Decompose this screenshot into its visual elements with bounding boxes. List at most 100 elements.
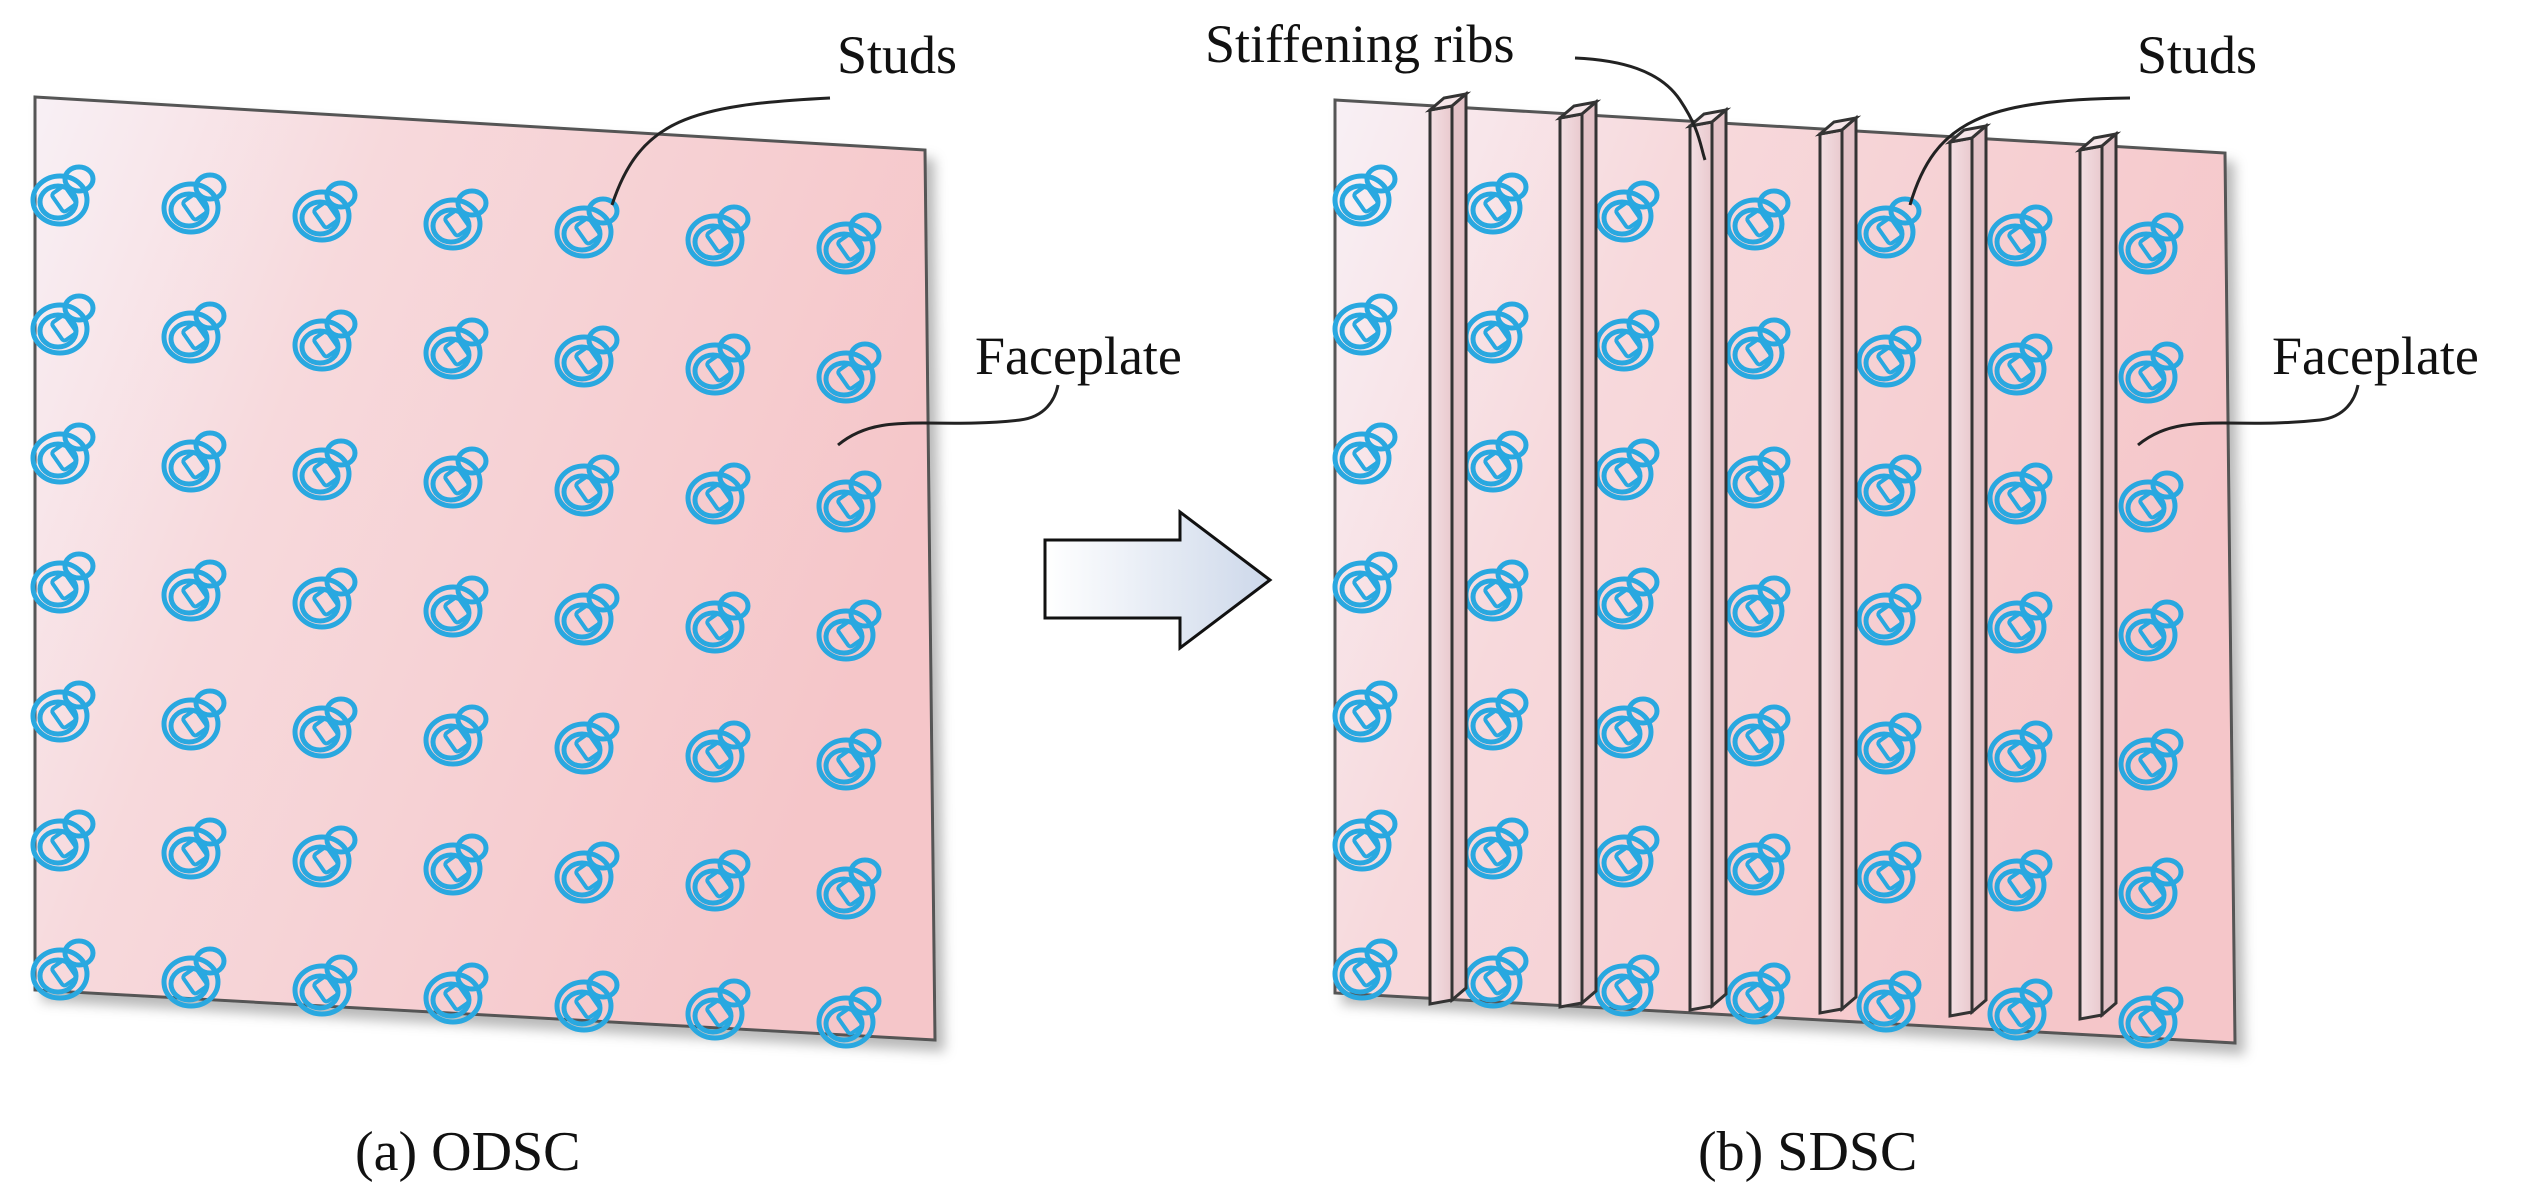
stud-icon: [2118, 857, 2184, 920]
stiffening-rib: [1814, 114, 1862, 1015]
stud-icon: [161, 559, 227, 622]
stud-icon: [1987, 591, 2053, 654]
stud-icon: [423, 317, 489, 380]
stud-icon: [1332, 551, 1398, 614]
stud-icon: [816, 728, 882, 791]
stud-icon: [1725, 833, 1791, 896]
stud-icon: [816, 857, 882, 920]
stud-icon: [1594, 438, 1660, 501]
stud-icon: [1332, 293, 1398, 356]
stud-icon: [161, 817, 227, 880]
stud-icon: [1987, 978, 2053, 1041]
stud-icon: [2118, 728, 2184, 791]
stud-icon: [30, 164, 96, 227]
stud-icon: [1463, 817, 1529, 880]
stud-icon: [685, 849, 751, 912]
stud-icon: [1856, 970, 1922, 1033]
panel-a-odsc: Studs Faceplate (a) ODSC: [30, 25, 1182, 1183]
stud-icon: [161, 688, 227, 751]
stud-icon: [1463, 946, 1529, 1009]
stud-icon: [161, 946, 227, 1009]
stud-icon: [554, 196, 620, 259]
stud-icon: [685, 204, 751, 267]
stud-icon: [554, 325, 620, 388]
faceplate-a: [33, 95, 937, 1042]
stud-icon: [292, 696, 358, 759]
stud-icon: [2118, 470, 2184, 533]
ribs-label: Stiffening ribs: [1205, 14, 1515, 74]
stud-icon: [685, 720, 751, 783]
stud-icon: [1725, 704, 1791, 767]
stud-icon: [161, 301, 227, 364]
stud-icon: [292, 309, 358, 372]
stud-icon: [30, 680, 96, 743]
stud-icon: [554, 454, 620, 517]
stud-icon: [1463, 301, 1529, 364]
stud-icon: [423, 575, 489, 638]
stud-icon: [1594, 696, 1660, 759]
stud-icon: [1987, 462, 2053, 525]
stud-icon: [554, 712, 620, 775]
stud-icon: [2118, 599, 2184, 662]
stud-icon: [2118, 986, 2184, 1049]
stud-icon: [1987, 204, 2053, 267]
stud-icon: [1725, 962, 1791, 1025]
stud-icon: [1332, 164, 1398, 227]
stud-icon: [1594, 309, 1660, 372]
faceplate-label-b: Faceplate: [2272, 326, 2479, 386]
stud-icon: [1332, 680, 1398, 743]
stud-icon: [685, 591, 751, 654]
stud-icon: [1725, 446, 1791, 509]
stud-icon: [30, 293, 96, 356]
studs-leader-line-b: [1908, 96, 2131, 206]
stud-icon: [1856, 583, 1922, 646]
stud-icon: [423, 833, 489, 896]
stud-icon: [816, 470, 882, 533]
stud-icon: [30, 938, 96, 1001]
faceplate-leader-line-b: [2137, 384, 2360, 447]
stud-icon: [685, 462, 751, 525]
faceplate-leader-line-a: [837, 384, 1060, 447]
stud-icon: [816, 599, 882, 662]
stud-icon: [1463, 172, 1529, 235]
stud-icon: [554, 841, 620, 904]
stud-icon: [30, 422, 96, 485]
stud-icon: [423, 188, 489, 251]
stud-icon: [1725, 575, 1791, 638]
stud-icon: [292, 567, 358, 630]
stud-icon: [423, 446, 489, 509]
stiffening-rib: [1944, 122, 1992, 1018]
panel-b-sdsc: Stiffening ribs Studs Faceplate (b) SDSC: [1205, 14, 2479, 1183]
stiffening-rib: [1424, 90, 1472, 1006]
stud-grid-b: [1332, 164, 2184, 1049]
stud-icon: [685, 333, 751, 396]
stud-icon: [1987, 849, 2053, 912]
stud-icon: [554, 970, 620, 1033]
stud-icon: [423, 704, 489, 767]
stud-icon: [1856, 196, 1922, 259]
transition-arrow: [1043, 508, 1273, 652]
stud-icon: [1332, 422, 1398, 485]
caption-a: (a) ODSC: [355, 1121, 581, 1183]
stud-icon: [2118, 341, 2184, 404]
stud-icon: [161, 172, 227, 235]
stud-icon: [1856, 454, 1922, 517]
studs-label-a: Studs: [837, 25, 957, 85]
stud-icon: [292, 180, 358, 243]
stud-icon: [1987, 333, 2053, 396]
stud-icon: [30, 551, 96, 614]
stud-icon: [1725, 188, 1791, 251]
stiffening-rib: [2074, 130, 2122, 1021]
stiffening-ribs: [1424, 90, 2122, 1021]
studs-label-b: Studs: [2137, 25, 2257, 85]
stud-icon: [1856, 712, 1922, 775]
stud-icon: [1332, 938, 1398, 1001]
stud-icon: [1332, 809, 1398, 872]
stud-icon: [30, 809, 96, 872]
stud-icon: [816, 212, 882, 275]
caption-b: (b) SDSC: [1698, 1121, 1917, 1183]
stud-icon: [1856, 325, 1922, 388]
stud-icon: [292, 438, 358, 501]
stud-icon: [292, 825, 358, 888]
